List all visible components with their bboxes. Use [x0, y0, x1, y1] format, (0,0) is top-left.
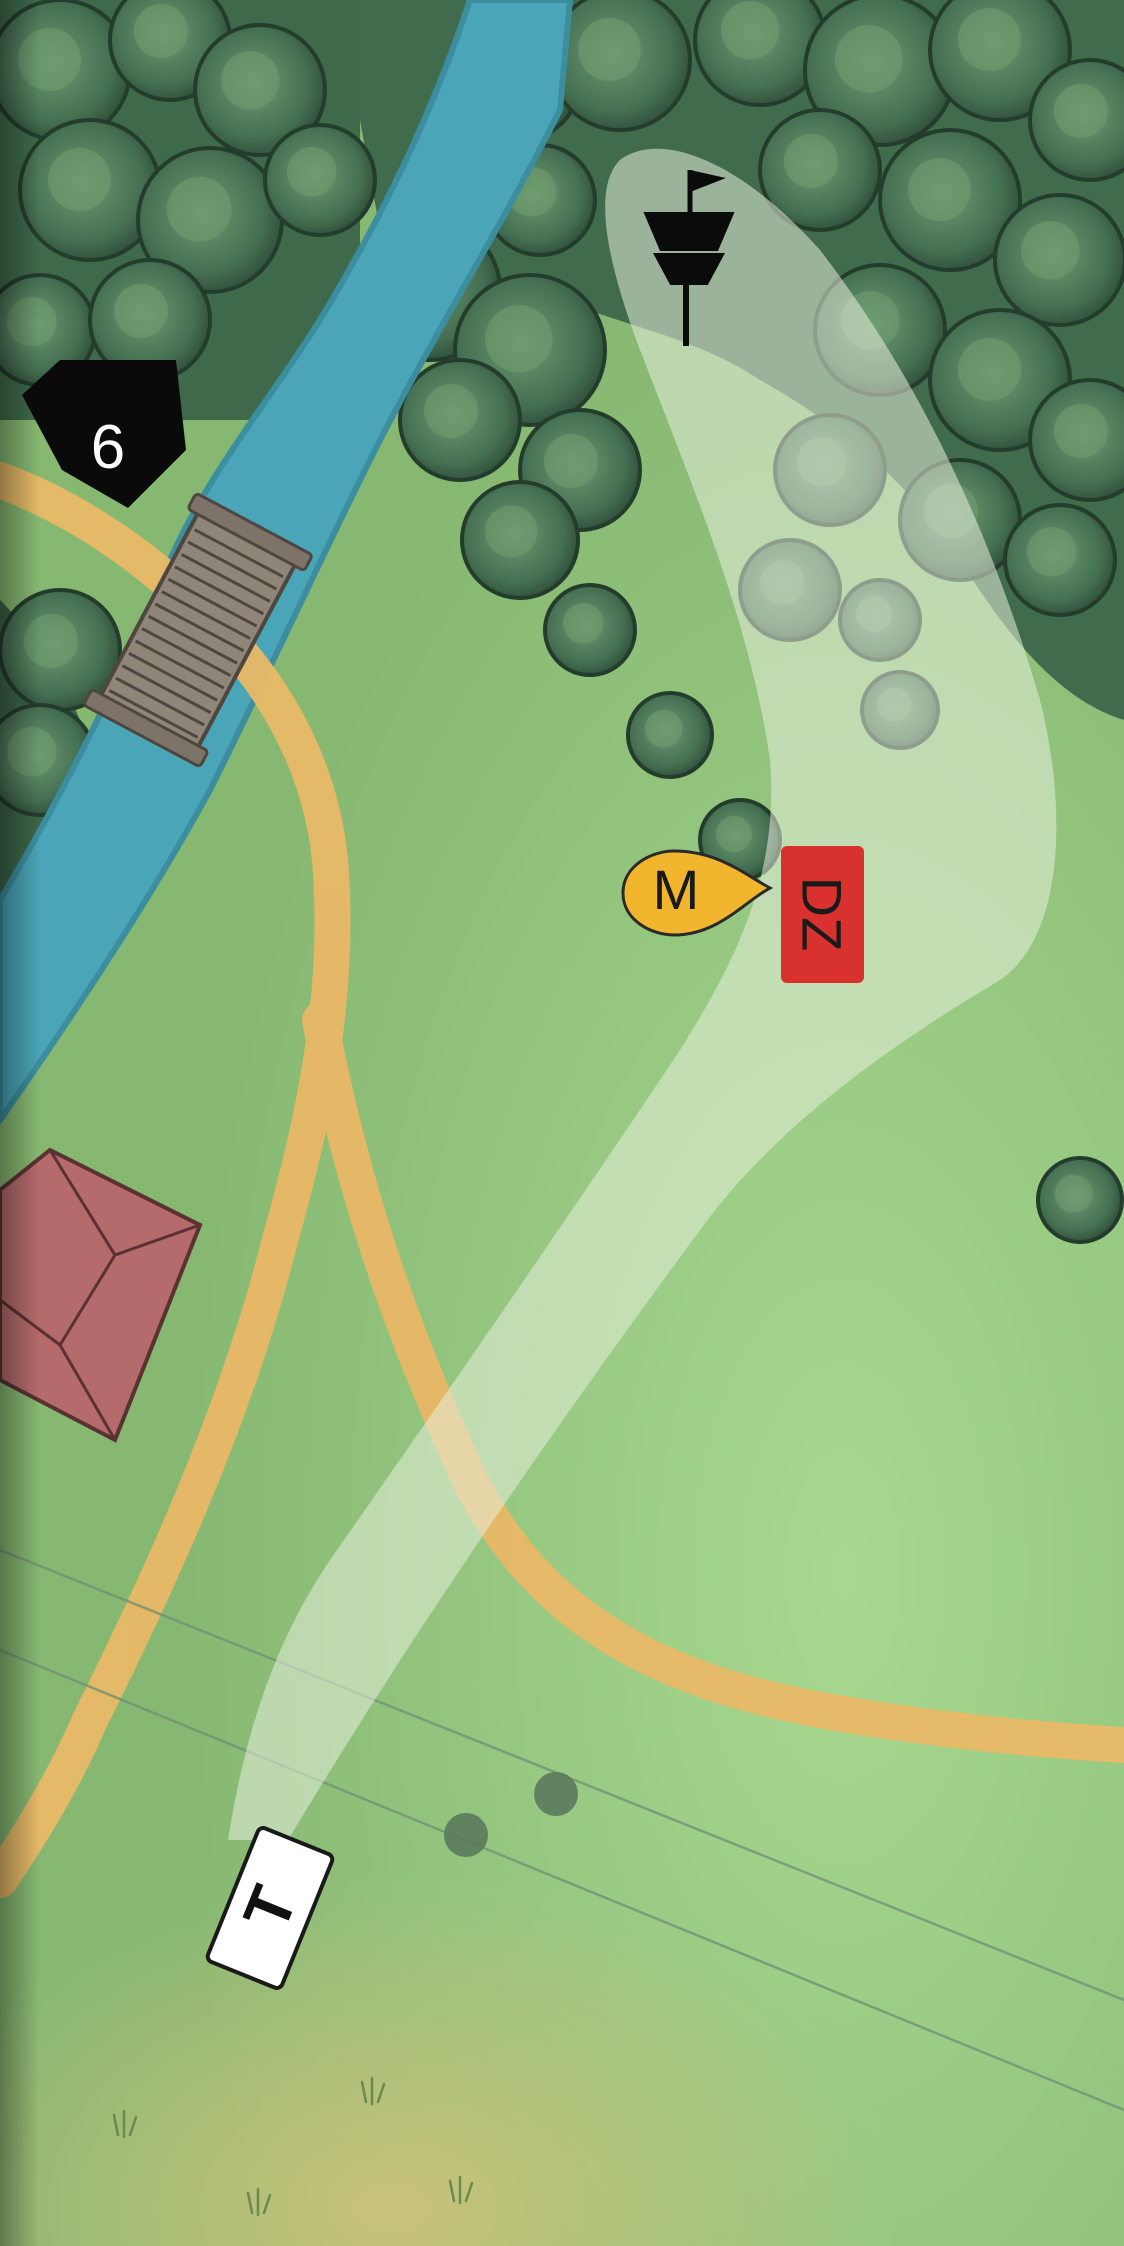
mando-pin[interactable] — [621, 849, 774, 937]
tree-highlight — [784, 134, 838, 188]
tree-highlight — [1021, 221, 1080, 280]
fairway-corridor — [228, 148, 1057, 1840]
bridge-plank — [121, 664, 212, 714]
tree-highlight — [563, 603, 604, 644]
tree-highlight — [485, 505, 538, 558]
bridge-plank — [161, 590, 251, 640]
bridge-plank — [115, 676, 205, 727]
bridge-plank — [187, 540, 278, 591]
tree-highlight — [644, 709, 683, 748]
tree-highlight — [578, 18, 641, 81]
bridge-plank — [154, 602, 245, 653]
drop-zone-marker[interactable]: DZ — [781, 846, 864, 983]
tee-box[interactable] — [205, 1826, 335, 1990]
tree-highlight — [958, 338, 1021, 401]
tree-highlight — [958, 8, 1021, 71]
bridge-plank — [134, 639, 225, 690]
tree-highlight — [166, 176, 232, 242]
mando-marker[interactable]: M — [621, 849, 774, 937]
tree-highlight — [721, 1, 780, 60]
bridge-plank — [174, 565, 264, 616]
tree-highlight — [48, 148, 111, 211]
shrub — [444, 1813, 488, 1857]
tree-highlight — [485, 305, 553, 373]
bridge-plank — [167, 577, 258, 628]
bridge-plank — [147, 614, 238, 665]
tree-highlight — [1027, 527, 1077, 577]
bridge-plank — [193, 528, 284, 578]
tree-highlight — [1054, 404, 1108, 458]
drop-zone-box[interactable] — [781, 846, 864, 983]
tree-highlight — [134, 4, 188, 58]
bridge-plank — [108, 689, 199, 739]
grass-tufts — [112, 2076, 474, 2217]
tree-highlight — [544, 434, 598, 488]
bridge-plank — [128, 651, 218, 702]
tree-highlight — [1054, 1174, 1093, 1213]
bridge-plank — [180, 553, 271, 603]
tree-highlight — [835, 25, 903, 93]
tee-pad[interactable]: T — [205, 1826, 335, 1990]
bridge-plank — [141, 627, 232, 677]
next-hole-marker[interactable]: 6 — [22, 360, 186, 508]
tree-highlight — [908, 158, 971, 221]
bridge — [83, 492, 313, 768]
edge-shade — [0, 0, 40, 2246]
drop-zone-label: DZ — [791, 877, 854, 952]
tree-highlight — [424, 384, 478, 438]
tree-highlight — [221, 51, 280, 110]
disc-golf-basket-icon — [643, 212, 735, 346]
shrub — [534, 1772, 578, 1816]
basket-marker[interactable] — [643, 170, 735, 346]
tree-highlight — [287, 147, 337, 197]
tree-highlight — [1054, 84, 1108, 138]
mando-label: M — [653, 858, 700, 921]
tree-highlight — [114, 284, 168, 338]
tree-highlight — [716, 816, 752, 852]
next-hole-number: 6 — [91, 413, 125, 482]
flag-icon — [687, 170, 726, 215]
next-hole-arrow[interactable] — [22, 360, 186, 508]
